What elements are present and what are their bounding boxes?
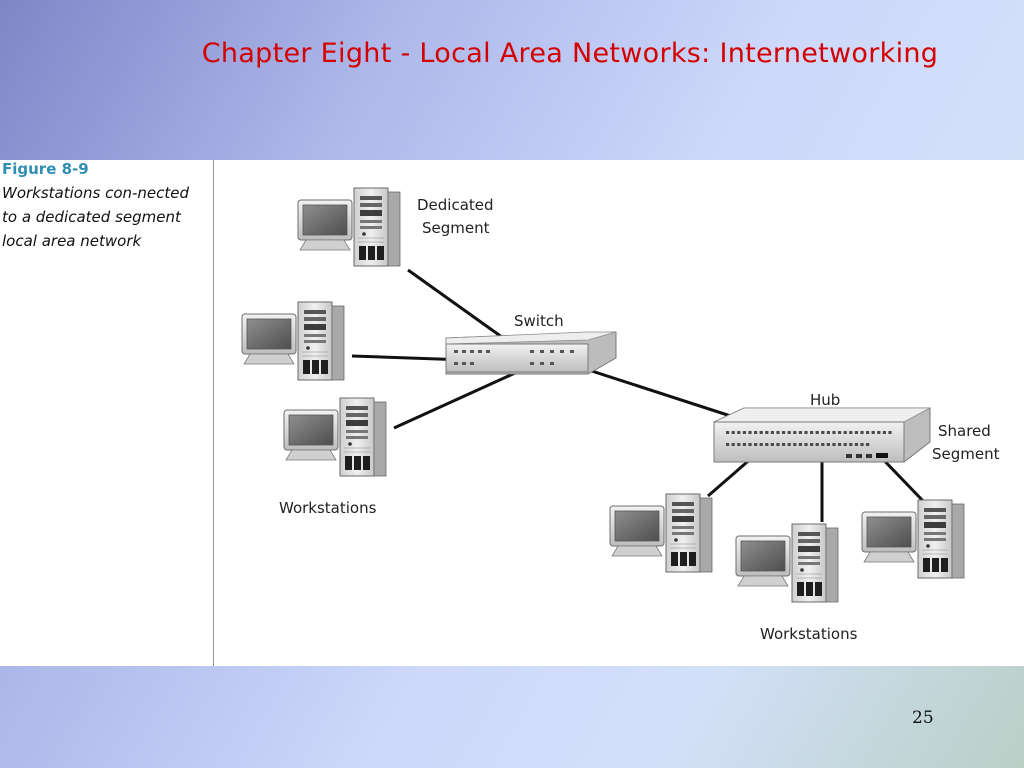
cable-workstation-low bbox=[393, 366, 527, 430]
hub-port bbox=[815, 431, 819, 434]
hub-port bbox=[866, 443, 870, 446]
hub-port bbox=[860, 431, 864, 434]
hub-port bbox=[843, 443, 847, 446]
hub-port bbox=[866, 431, 870, 434]
hub-device bbox=[713, 407, 931, 463]
hub-port bbox=[782, 431, 786, 434]
switch-device bbox=[445, 331, 617, 375]
hub-port bbox=[810, 443, 814, 446]
hub-port bbox=[754, 443, 758, 446]
hub-port bbox=[798, 431, 802, 434]
hub-port bbox=[832, 431, 836, 434]
hub-port bbox=[821, 431, 825, 434]
hub-port bbox=[787, 443, 791, 446]
label-shared-line1: Shared bbox=[938, 422, 991, 440]
hub-port bbox=[737, 431, 741, 434]
figure-caption-column: Figure 8-9 Workstations con-nected to a … bbox=[0, 160, 214, 666]
workstation-left-mid bbox=[241, 301, 345, 381]
hub-port bbox=[860, 443, 864, 446]
hub-port bbox=[838, 431, 842, 434]
hub-port bbox=[782, 443, 786, 446]
label-shared-line2: Segment bbox=[932, 445, 1000, 463]
hub-port bbox=[854, 443, 858, 446]
hub-port bbox=[765, 443, 769, 446]
hub-port bbox=[821, 443, 825, 446]
hub-port bbox=[776, 443, 780, 446]
label-workstations-right: Workstations bbox=[760, 625, 858, 643]
label-dedicated-line1: Dedicated bbox=[417, 196, 494, 214]
figure-panel: Figure 8-9 Workstations con-nected to a … bbox=[0, 160, 1024, 666]
hub-port bbox=[832, 443, 836, 446]
label-hub: Hub bbox=[810, 391, 841, 409]
hub-port bbox=[737, 443, 741, 446]
hub-port bbox=[810, 431, 814, 434]
hub-port bbox=[838, 443, 842, 446]
hub-port bbox=[748, 443, 752, 446]
workstation-right-2 bbox=[735, 523, 839, 603]
hub-port bbox=[804, 431, 808, 434]
hub-port bbox=[742, 443, 746, 446]
figure-number: Figure 8-9 bbox=[2, 160, 89, 178]
hub-port bbox=[888, 431, 892, 434]
hub-port bbox=[770, 431, 774, 434]
hub-port bbox=[759, 431, 763, 434]
hub-port bbox=[793, 443, 797, 446]
workstation-right-1 bbox=[609, 493, 713, 573]
cable-hub-ws1 bbox=[707, 454, 755, 498]
hub-port bbox=[882, 431, 886, 434]
label-switch: Switch bbox=[514, 312, 564, 330]
slide-title: Chapter Eight - Local Area Networks: Int… bbox=[201, 38, 939, 69]
hub-port bbox=[871, 431, 875, 434]
hub-port bbox=[793, 431, 797, 434]
network-diagram-svg bbox=[241, 187, 965, 603]
page-number: 25 bbox=[912, 708, 934, 728]
hub-port bbox=[776, 431, 780, 434]
label-dedicated-line2: Segment bbox=[422, 219, 490, 237]
hub-port bbox=[748, 431, 752, 434]
hub-port bbox=[843, 431, 847, 434]
hub-port bbox=[877, 431, 881, 434]
hub-port bbox=[854, 431, 858, 434]
label-workstations-left: Workstations bbox=[279, 499, 377, 517]
network-diagram: Dedicated Segment Switch Hub Shared Segm… bbox=[214, 160, 1024, 666]
hub-port bbox=[742, 431, 746, 434]
hub-port bbox=[770, 443, 774, 446]
hub-port bbox=[849, 431, 853, 434]
hub-port bbox=[826, 443, 830, 446]
hub-port bbox=[726, 431, 730, 434]
workstation-right-3 bbox=[861, 499, 965, 579]
hub-port bbox=[731, 443, 735, 446]
workstation-dedicated bbox=[297, 187, 401, 267]
hub-port bbox=[759, 443, 763, 446]
hub-port bbox=[804, 443, 808, 446]
hub-port bbox=[849, 443, 853, 446]
hub-port bbox=[798, 443, 802, 446]
hub-port bbox=[765, 431, 769, 434]
hub-port bbox=[815, 443, 819, 446]
hub-port bbox=[826, 431, 830, 434]
figure-caption: Workstations con-nected to a dedicated s… bbox=[2, 184, 190, 250]
hub-port bbox=[731, 431, 735, 434]
hub-port bbox=[754, 431, 758, 434]
hub-port bbox=[726, 443, 730, 446]
hub-port bbox=[787, 431, 791, 434]
workstation-left-low bbox=[283, 397, 387, 477]
